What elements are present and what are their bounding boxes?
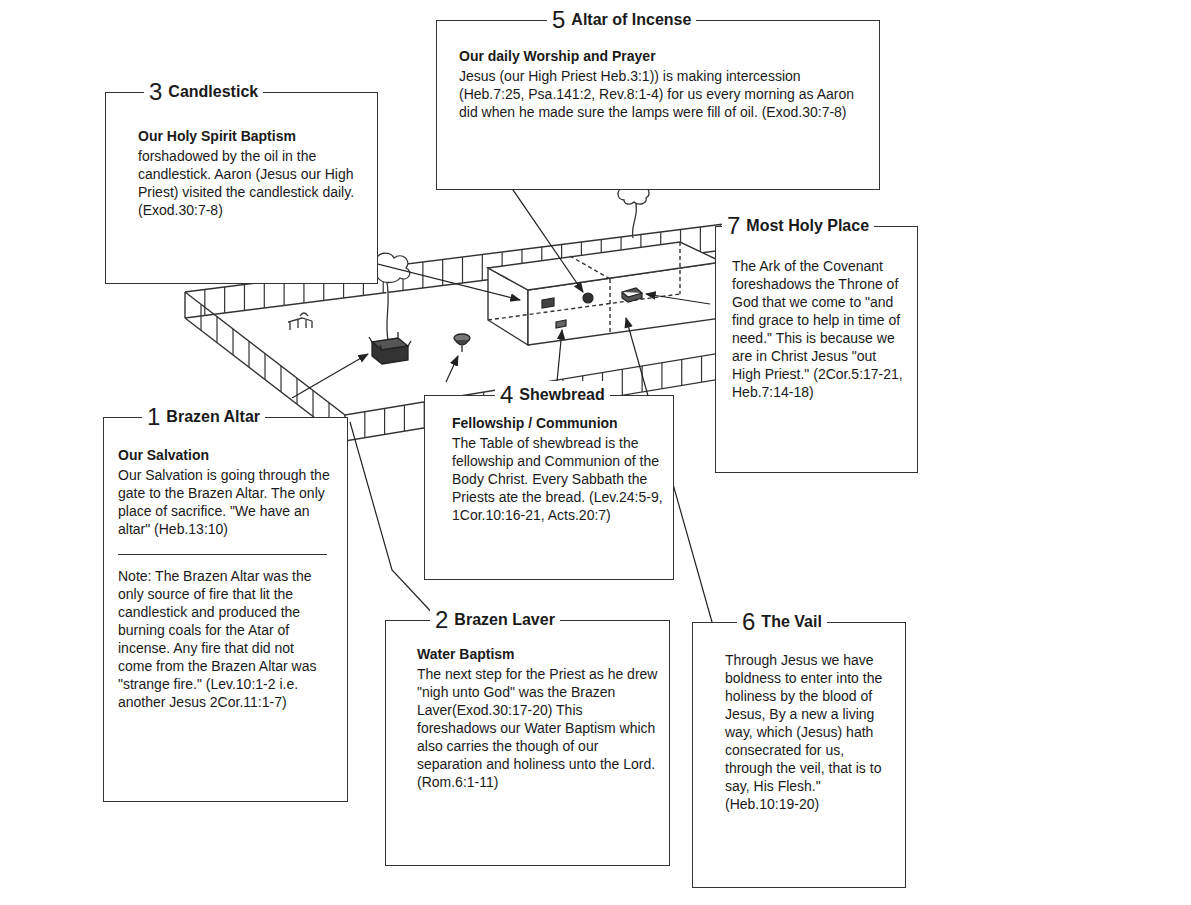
fence-post bbox=[224, 287, 225, 313]
fence-post bbox=[280, 366, 281, 392]
shewbread-table bbox=[556, 320, 566, 328]
fence-post bbox=[622, 369, 623, 395]
box-header: 5 Altar of Incense bbox=[547, 6, 696, 33]
fence-post bbox=[442, 260, 443, 286]
fence-post bbox=[642, 366, 643, 392]
callout-box: 6The VailThrough Jesus we have boldness … bbox=[692, 622, 906, 888]
callout-number: 5 bbox=[552, 6, 565, 33]
box-heading: Most Holy Place bbox=[746, 217, 869, 234]
box-header: 1 Brazen Altar bbox=[142, 403, 265, 430]
fence-post bbox=[264, 354, 265, 380]
callout-box: 3CandlestickOur Holy Spirit Baptismforsh… bbox=[105, 92, 378, 284]
fence-post bbox=[384, 408, 385, 434]
callout-number: 4 bbox=[500, 381, 513, 408]
box-body: The Ark of the Covenant foreshadows the … bbox=[732, 257, 907, 401]
callout-number: 6 bbox=[742, 608, 755, 635]
box-note: Note: The Brazen Altar was the only sour… bbox=[118, 554, 327, 711]
callout-number: 7 bbox=[727, 212, 740, 239]
callout-box: 4ShewbreadFellowship / CommunionThe Tabl… bbox=[424, 395, 674, 580]
box-content: The Ark of the Covenant foreshadows the … bbox=[732, 257, 907, 401]
box-header: 2 Brazen Laver bbox=[430, 606, 560, 633]
ark-of-covenant bbox=[622, 288, 642, 302]
box-body: Jesus (our High Priest Heb.3:1)) is maki… bbox=[459, 67, 869, 121]
box-content: Our Holy Spirit Baptism forshadowed by th… bbox=[138, 127, 367, 219]
fence-post bbox=[216, 317, 217, 343]
callout-number: 3 bbox=[149, 78, 162, 105]
box-heading: Candlestick bbox=[168, 83, 258, 100]
box-body: Through Jesus we have boldness to enter … bbox=[725, 651, 895, 813]
box-subheading: Fellowship / Communion bbox=[452, 414, 663, 432]
fence-post bbox=[681, 359, 682, 385]
box-heading: Shewbread bbox=[519, 386, 604, 403]
fence-post bbox=[200, 304, 201, 330]
box-body: Our Salvation is going through the gate … bbox=[118, 466, 337, 538]
fence-post bbox=[661, 363, 662, 389]
fence-post bbox=[404, 405, 405, 431]
fence-post bbox=[482, 255, 483, 281]
fence-post bbox=[312, 390, 313, 416]
box-subheading: Our daily Worship and Prayer bbox=[459, 47, 869, 65]
fence-post bbox=[232, 329, 233, 355]
box-subheading: Water Baptism bbox=[417, 645, 659, 663]
fence-post bbox=[264, 282, 265, 308]
box-content: Our SalvationOur Salvation is going thro… bbox=[118, 446, 337, 711]
fence-post bbox=[700, 227, 701, 253]
callout-box: 7Most Holy PlaceThe Ark of the Covenant … bbox=[715, 226, 918, 473]
box-heading: Brazen Laver bbox=[454, 611, 555, 628]
callout-box: 1Brazen AltarOur SalvationOur Salvation … bbox=[103, 417, 348, 802]
box-content: Through Jesus we have boldness to enter … bbox=[725, 651, 895, 813]
box-subheading: Our Holy Spirit Baptism bbox=[138, 127, 367, 145]
tabernacle-tent bbox=[488, 242, 722, 345]
fence-post bbox=[462, 257, 463, 283]
box-heading: The Vail bbox=[761, 613, 821, 630]
fence-post bbox=[244, 285, 245, 311]
box-header: 7 Most Holy Place bbox=[722, 212, 874, 239]
fence-post bbox=[701, 356, 702, 382]
fence-post bbox=[204, 290, 205, 316]
box-content: Fellowship / CommunionThe Table of shewb… bbox=[452, 414, 663, 524]
box-header: 6 The Vail bbox=[737, 608, 827, 635]
callout-number: 2 bbox=[435, 606, 448, 633]
box-subheading: Our Salvation bbox=[118, 446, 337, 464]
fence-post bbox=[364, 412, 365, 438]
fence-post bbox=[296, 378, 297, 404]
box-heading: Brazen Altar bbox=[166, 408, 260, 425]
callout-box: 2Brazen LaverWater BaptismThe next step … bbox=[385, 620, 670, 866]
incense-altar bbox=[583, 293, 593, 303]
candlestick bbox=[542, 298, 554, 308]
box-header: 4 Shewbread bbox=[495, 381, 610, 408]
callout-number: 1 bbox=[147, 403, 160, 430]
box-body: forshadowed by the oil in the candlestic… bbox=[138, 147, 367, 219]
brazen-altar bbox=[369, 332, 411, 364]
callout-box: 5Altar of IncenseOur daily Worship and P… bbox=[436, 20, 880, 190]
fence-post bbox=[248, 341, 249, 367]
box-heading: Altar of Incense bbox=[571, 11, 691, 28]
box-header: 3 Candlestick bbox=[144, 78, 263, 105]
box-content: Our daily Worship and PrayerJesus (our H… bbox=[459, 47, 869, 121]
brazen-laver bbox=[454, 334, 470, 352]
gate-figure bbox=[288, 313, 312, 330]
box-body: The next step for the Priest as he drew … bbox=[417, 665, 659, 791]
box-body: The Table of shewbread is the fellowship… bbox=[452, 434, 663, 524]
box-content: Water BaptismThe next step for the Pries… bbox=[417, 645, 659, 791]
